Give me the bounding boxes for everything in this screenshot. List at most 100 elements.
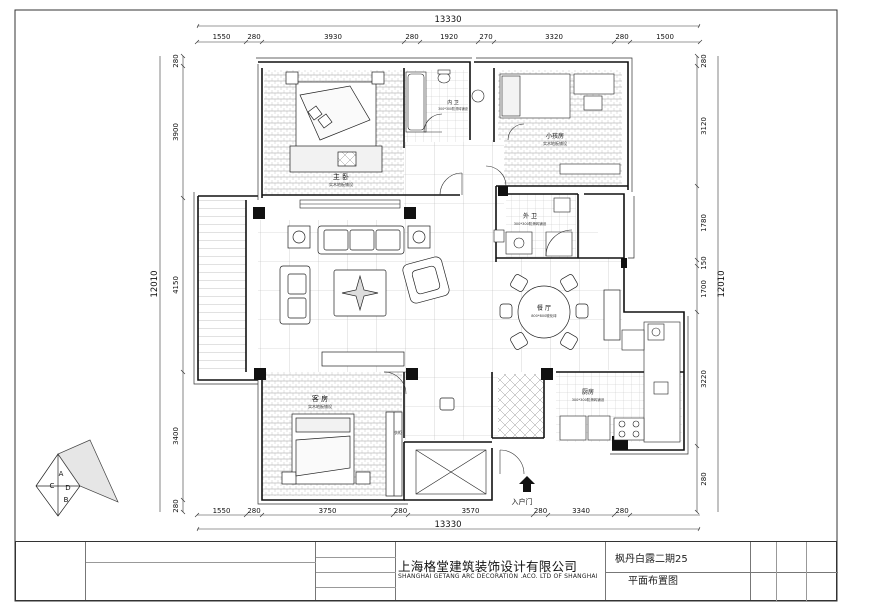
master-bath-note: 300*300防滑砖铺设 [438,106,469,111]
dimension-label: 4150 [172,276,180,294]
dimension-label: 3220 [700,370,708,388]
dimension-tick [475,39,481,45]
dimension-tick [611,512,617,518]
small-bedroom-furniture [499,73,621,175]
left-dimensions [159,53,186,515]
guest-room-label: 客 房 [312,394,328,403]
kitchen-label: 厨房 [582,388,594,396]
compass-letter: D [65,484,70,492]
dimension-tick [694,263,700,269]
dimension-label: 280 [700,54,708,67]
dimension-tick [694,53,700,59]
structural-columns [253,186,628,450]
guest-bath-label: 外 卫 [523,212,537,220]
dimension-tick [401,39,407,45]
guest-bath-note: 300*300防滑砖铺设 [514,221,547,226]
dimension-tick [180,53,186,59]
project-name: 枫丹白露二期25 [615,554,688,565]
title-block-rule [316,557,396,558]
dimension-tick [694,183,700,189]
dimension-label: 1700 [700,280,708,298]
dimension-tick [194,512,200,518]
dimension-label: 280 [700,472,708,485]
small-bedroom-note: 实木地板铺设 [543,140,567,146]
dimension-tick [194,39,200,45]
title-block-cell [16,542,86,600]
dimension-label: 3900 [172,123,180,141]
title-block-cell [606,542,751,600]
dimension-tick [243,39,249,45]
title-block-rule [806,542,807,602]
drawing-name: 平面布置图 [628,576,678,587]
dimension-label: 280 [615,507,628,515]
entrance-arrow-icon [519,476,535,492]
dimension-tick [627,512,633,518]
dimension-label: 280 [172,54,180,67]
title-block-rule [316,572,396,573]
dimension-tick [545,512,551,518]
dimension-tick [417,39,423,45]
bottom-dimensions [194,512,701,532]
dimension-label: 3320 [545,33,563,41]
master-bed [285,71,385,173]
dimension-tick [697,23,701,29]
master-bath-fixtures [405,69,485,133]
title-block [15,541,838,602]
dimension-tick [694,309,700,315]
dimension-tick [611,39,617,45]
right-total-dimension: 12010 [717,270,727,297]
top-dimensions [194,23,703,45]
compass-icon [35,439,119,517]
dimension-label: 280 [405,33,418,41]
dimension-label: 280 [534,507,547,515]
compass-letter: B [64,496,69,504]
entrance-label: 入户门 [512,497,533,506]
company-name-cn: 上海格堂建筑装饰设计有限公司 [398,559,578,574]
dining-note: 800*800玻化砖 [531,313,557,318]
title-block-rule [86,562,316,563]
dimension-tick [697,526,701,532]
dimension-tick [243,512,249,518]
dimension-tick [697,39,703,45]
kitchen-fixtures [559,321,681,443]
dimension-tick [694,63,700,69]
title-block-rule [776,542,777,602]
dimension-tick [180,509,186,515]
dimension-label: 1780 [700,214,708,232]
compass-letter: C [50,482,55,490]
left-total-dimension: 12010 [150,270,160,297]
master-wardrobe [299,199,401,209]
dimension-tick [627,39,633,45]
guest-room-note: 实木地板铺设 [308,403,332,409]
dining-furniture [499,274,621,350]
small-bedroom-label: 小孩房 [546,132,564,140]
company-name-en: SHANGHAI GETANG ARC DECORATION .ACO. LTD… [398,573,598,580]
title-block-cell [751,542,838,600]
dimension-label: 3930 [324,33,342,41]
dimension-label: 1500 [656,33,674,41]
master-bedroom-note: 实木地板铺设 [329,181,353,187]
dimension-label: 3750 [319,507,337,515]
dimension-label: 280 [394,507,407,515]
dimension-label: 280 [615,33,628,41]
dimension-tick [694,257,700,263]
title-block-cell [86,542,316,600]
dimension-tick [180,63,186,69]
kitchen-note: 300*300防滑砖铺设 [572,397,605,402]
title-block-rule [316,587,396,588]
dimension-tick [694,443,700,449]
master-bath-label: 内 卫 [447,99,459,106]
storage-hatch [415,449,487,495]
master-bedroom-label: 主 卧 [333,172,349,181]
dimension-tick [390,512,396,518]
dimension-tick [491,39,497,45]
dimension-label: 270 [479,33,492,41]
dimension-tick [196,23,200,29]
wardrobe-label: 衣柜 [394,429,402,435]
right-dimensions [694,53,719,515]
dimension-label: 280 [247,33,260,41]
dimension-tick [694,509,700,515]
